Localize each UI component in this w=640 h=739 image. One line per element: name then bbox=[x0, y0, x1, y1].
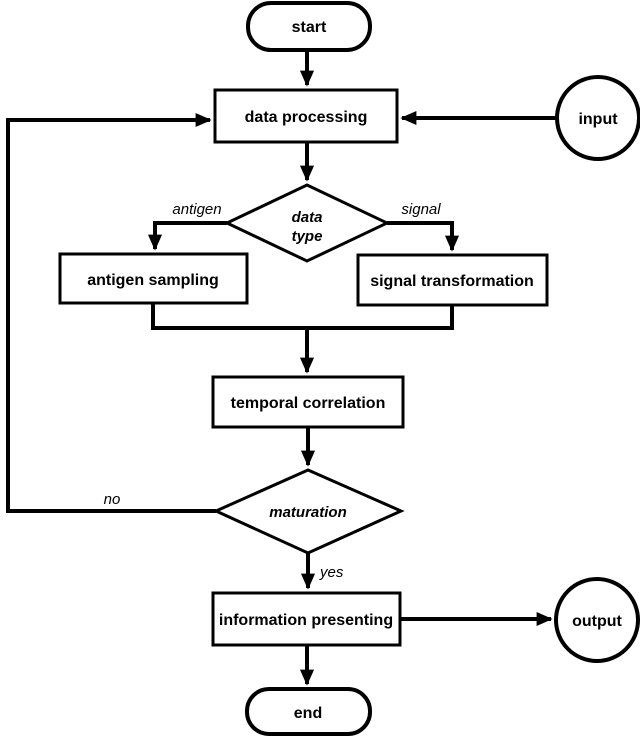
edge-data-type-to-signal-transformation bbox=[387, 221, 460, 252]
edge-label-yes: yes bbox=[319, 564, 344, 581]
node-maturation bbox=[212, 468, 405, 555]
node-signal-transformation bbox=[356, 253, 549, 307]
node-data-type bbox=[223, 183, 391, 263]
node-data-processing-label: data processing bbox=[245, 109, 368, 126]
node-output bbox=[554, 577, 640, 663]
node-start bbox=[246, 1, 372, 52]
edge-merge-connector bbox=[151, 303, 454, 330]
node-data-processing bbox=[213, 88, 399, 144]
node-output-label: output bbox=[572, 613, 622, 630]
node-end bbox=[245, 687, 372, 736]
node-data-type-label-line2: type bbox=[292, 228, 323, 245]
node-start-label: start bbox=[292, 19, 327, 36]
edge-maturation-no-loop bbox=[6, 112, 216, 513]
node-antigen-sampling bbox=[58, 252, 249, 305]
node-antigen-sampling-label: antigen sampling bbox=[87, 272, 219, 289]
node-signal-transformation-label: signal transformation bbox=[370, 273, 534, 290]
edge-label-antigen: antigen bbox=[172, 201, 221, 218]
node-data-type-label-line1: data bbox=[292, 209, 323, 226]
edge-label-signal: signal bbox=[401, 201, 441, 218]
node-temporal-correlation-label: temporal correlation bbox=[231, 395, 386, 412]
node-information-presenting-label: information presenting bbox=[219, 612, 393, 629]
node-maturation-label: maturation bbox=[269, 504, 347, 521]
edge-data-type-to-antigen-sampling bbox=[147, 221, 227, 251]
edge-label-no: no bbox=[104, 491, 121, 508]
node-temporal-correlation bbox=[211, 375, 405, 429]
node-input-label: input bbox=[578, 111, 618, 128]
node-input bbox=[555, 75, 640, 161]
node-end-label: end bbox=[294, 705, 322, 722]
node-information-presenting bbox=[211, 591, 402, 647]
